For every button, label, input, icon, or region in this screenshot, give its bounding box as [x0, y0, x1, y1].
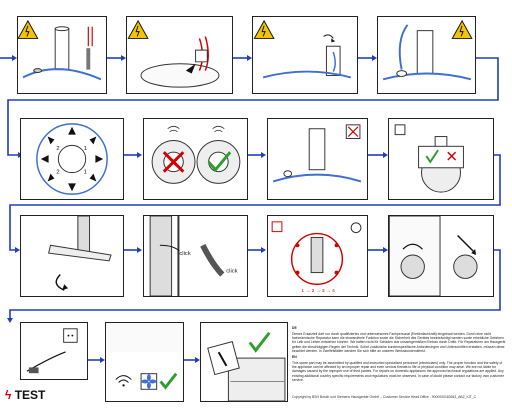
click-label: click	[226, 269, 237, 275]
step-1-panel	[17, 16, 107, 94]
step-number: 1	[84, 146, 87, 152]
warning-electric-icon	[18, 19, 39, 39]
step-9-panel	[20, 215, 124, 297]
step-15-panel	[200, 322, 288, 402]
step-3-panel	[252, 16, 358, 94]
check-icon	[159, 372, 178, 390]
test-label: ϟ TEST	[5, 388, 45, 402]
step-number: 2	[56, 170, 59, 176]
wifi-icon	[167, 125, 180, 133]
step-2-panel	[126, 16, 233, 94]
notes-de-title: DE	[292, 326, 297, 330]
warning-electric-icon	[127, 19, 149, 39]
wifi-icon	[115, 375, 132, 383]
notes-en-text: This spare part may be assembled by qual…	[292, 361, 504, 382]
notes-de-text: Dieses Ersatzteil darf nur durch qualifi…	[292, 332, 506, 353]
cross-icon	[162, 151, 185, 173]
step-12-panel	[388, 215, 494, 297]
check-icon	[207, 151, 232, 172]
cross-icon	[447, 151, 457, 161]
wifi-icon	[212, 125, 225, 133]
step-6-panel	[143, 118, 248, 200]
step-number: 2	[56, 146, 59, 152]
step-10-panel: click click	[143, 215, 248, 297]
step-13-panel	[20, 322, 88, 380]
warning-electric-icon	[451, 19, 473, 39]
notes-en-title: EN	[292, 354, 297, 359]
safety-notes: DE Dieses Ersatzteil darf nur durch qual…	[292, 326, 506, 384]
step-11-panel: 1 → 2 → 3 → 4	[267, 215, 368, 297]
step-14-panel	[105, 322, 184, 402]
check-icon	[425, 149, 439, 164]
step-number: 1	[84, 170, 87, 176]
warning-electric-icon	[253, 19, 275, 39]
copyright: Copyright by BSH Bosch und Siemens Hausg…	[292, 395, 477, 399]
bolt-icon: ϟ	[5, 388, 12, 402]
step-4-panel	[377, 16, 476, 94]
fan-icon	[141, 374, 157, 389]
test-text: TEST	[14, 388, 46, 402]
step-5-panel: 2 1 2 1	[20, 118, 124, 200]
sequence-label: 1 → 2 → 3 → 4	[301, 288, 335, 294]
step-8-panel	[388, 118, 494, 200]
click-label: click	[179, 251, 190, 257]
step-7-panel	[267, 118, 368, 200]
check-icon	[248, 331, 271, 353]
